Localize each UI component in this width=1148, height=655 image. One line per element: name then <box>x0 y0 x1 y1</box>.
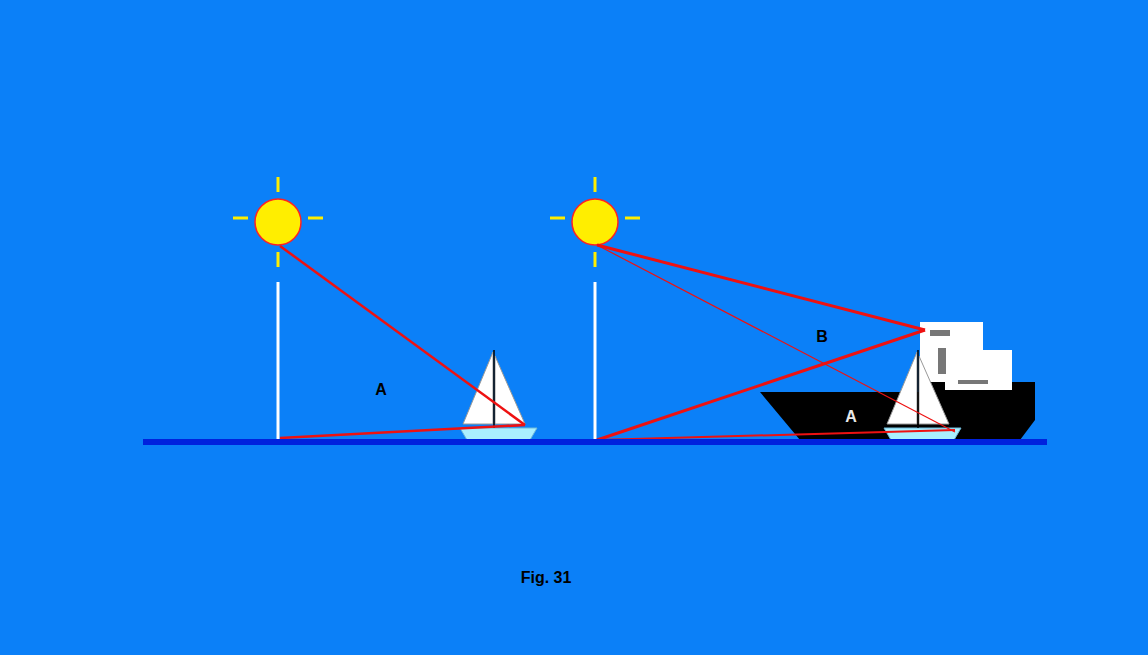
pole <box>594 282 597 440</box>
angle-label: A <box>845 409 857 425</box>
sight-lines <box>280 245 955 440</box>
angle-label: A <box>375 382 387 398</box>
angle-label: B <box>816 329 828 345</box>
sailboat-right <box>884 350 961 440</box>
horizon <box>143 439 1047 445</box>
figure-caption: Fig. 31 <box>521 570 572 586</box>
pole <box>277 282 280 440</box>
sun-left <box>233 177 323 267</box>
